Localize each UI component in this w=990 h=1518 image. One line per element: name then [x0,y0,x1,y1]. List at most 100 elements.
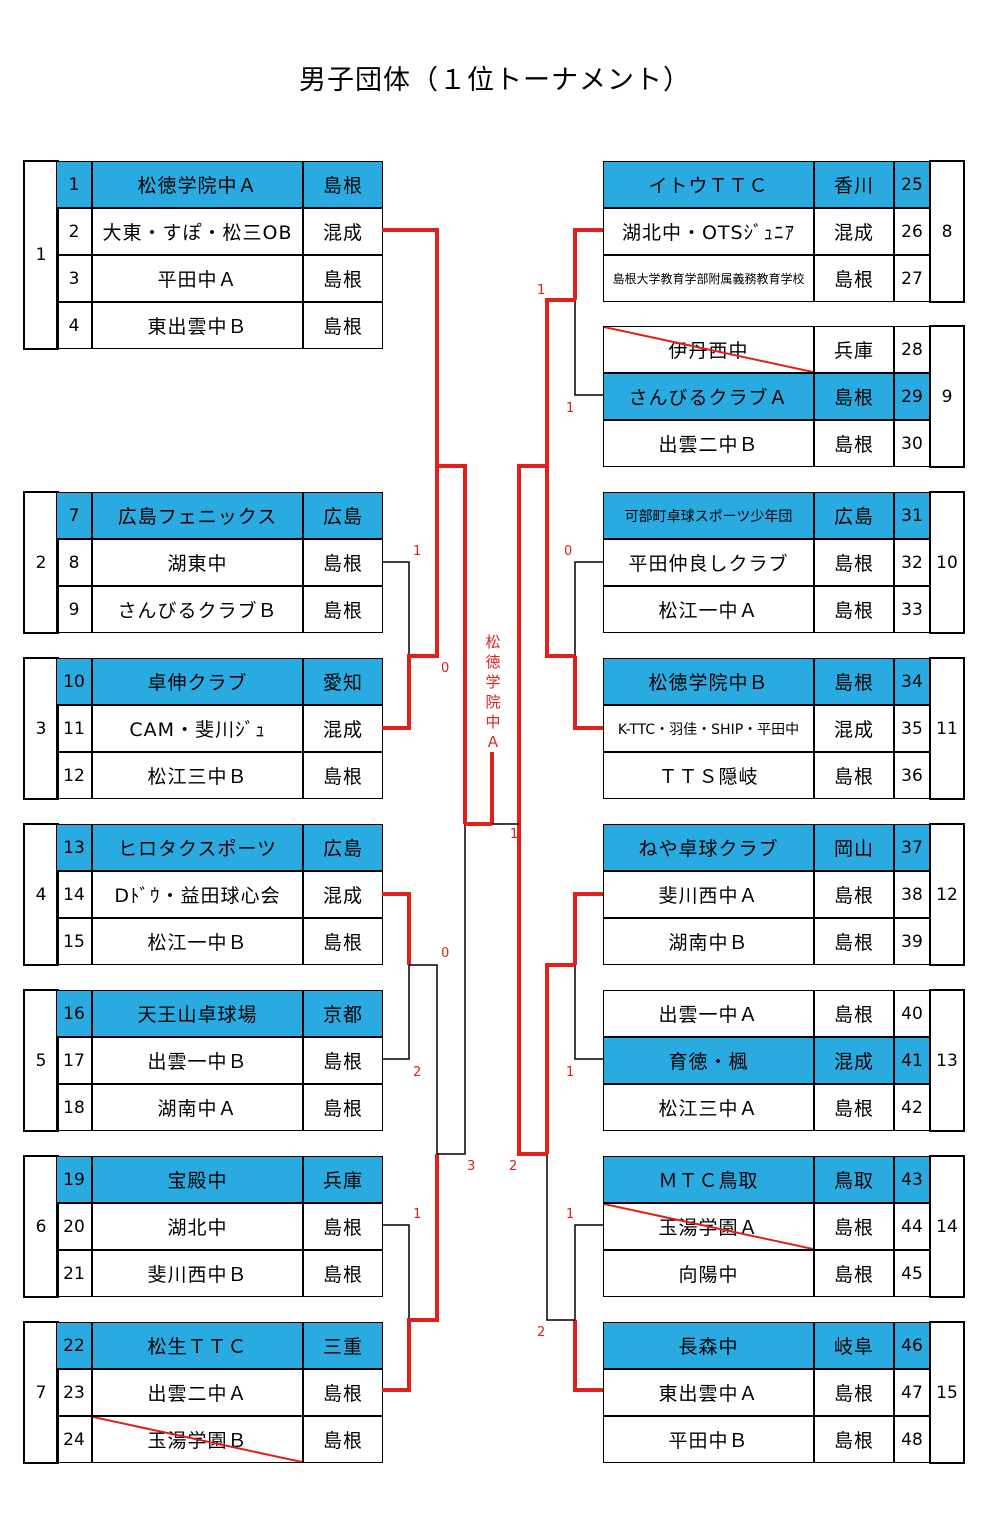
team-name-text: 可部町卓球スポーツ少年団 [624,508,793,525]
seed-number-text: 21 [63,1263,85,1284]
bracket-line [517,824,547,1156]
seed-number: 34 [894,658,930,705]
prefecture-text: 広島 [322,838,363,860]
team-name-text: ＭＴＣ鳥取 [658,1170,759,1192]
seed-number-text: 47 [901,1382,923,1403]
match-score: 0 [441,946,449,961]
team-name: 島根大学教育学部附属義務教育学校 [603,255,814,302]
prefecture: 島根 [814,586,894,633]
group-number: 4 [23,823,59,966]
seed-number-text: 15 [63,931,85,952]
bracket-line [574,1224,603,1320]
prefecture: 島根 [814,420,894,467]
prefecture: 島根 [814,990,894,1037]
team-name-text: 育徳・楓 [668,1051,749,1073]
team-name: 湖北中 [92,1203,303,1250]
prefecture: 混成 [303,871,383,918]
team-name: 湖東中 [92,539,303,586]
seed-number-text: 32 [901,552,923,573]
prefecture-text: 島根 [833,434,874,456]
team-name: 玉湯学園Ａ [603,1203,814,1250]
bracket-line [545,466,575,658]
seed-number: 17 [56,1037,92,1084]
seed-number: 40 [894,990,930,1037]
seed-number-text: 28 [901,339,923,360]
seed-number: 26 [894,208,930,255]
prefecture-text: 三重 [322,1336,363,1358]
prefecture-text: 島根 [322,932,363,954]
team-row: 24 玉湯学園Ｂ 島根 [56,1416,383,1463]
bracket-line [517,464,547,824]
seed-number-text: 11 [63,718,85,739]
seed-number-text: 46 [901,1335,923,1356]
group-number: 2 [23,491,59,634]
prefecture-text: 島根 [322,1383,363,1405]
seed-number-text: 36 [901,765,923,786]
team-name: 松徳学院中Ｂ [603,658,814,705]
group-number: 14 [929,1155,965,1298]
seed-number-text: 30 [901,433,923,454]
team-name-text: 斐川西中Ａ [658,885,759,907]
seed-number-text: 24 [63,1429,85,1450]
prefecture: 島根 [303,586,383,633]
prefecture-text: 混成 [833,719,874,741]
seed-number-text: 12 [63,765,85,786]
seed-number: 28 [894,326,930,373]
team-name: 出雲二中Ａ [92,1369,303,1416]
seed-number-text: 39 [901,931,923,952]
bracket-line [437,464,467,824]
team-name: Dﾄﾞｳ・益田球心会 [92,871,303,918]
team-name: 松江三中Ｂ [92,752,303,799]
bracket-line [573,1320,603,1392]
bracket-line [382,892,411,965]
team-name-text: 卓伸クラブ [147,672,248,694]
prefecture-text: 島根 [322,1430,363,1452]
prefecture: 島根 [303,539,383,586]
prefecture-text: 岡山 [833,838,874,860]
prefecture: 島根 [303,161,383,208]
bracket-line [546,1154,575,1321]
team-name: ねや卓球クラブ [603,824,814,871]
prefecture-text: 島根 [322,269,363,291]
bracket-line [382,466,439,730]
seed-number-text: 19 [63,1169,85,1190]
prefecture: 京都 [303,990,383,1037]
prefecture: 広島 [303,824,383,871]
seed-number: 10 [56,658,92,705]
prefecture-text: 島根 [322,175,363,197]
seed-number: 47 [894,1369,930,1416]
team-name-text: 松江一中Ｂ [147,932,248,954]
seed-number: 14 [56,871,92,918]
team-name: 東出雲中Ａ [603,1369,814,1416]
seed-number-text: 35 [901,718,923,739]
seed-number-text: 25 [901,174,923,195]
bracket-line [574,300,603,396]
team-name: さんびるクラブＡ [603,373,814,420]
seed-number: 48 [894,1416,930,1463]
seed-number-text: 31 [901,505,923,526]
team-name: 玉湯学園Ｂ [92,1416,303,1463]
team-name: 向陽中 [603,1250,814,1297]
seed-number-text: 16 [63,1003,85,1024]
team-name-text: 大東・すぽ・松三OB [102,222,293,244]
seed-number: 44 [894,1203,930,1250]
withdrawn-strike [93,1417,302,1462]
team-name: 可部町卓球スポーツ少年団 [603,492,814,539]
seed-number: 29 [894,373,930,420]
